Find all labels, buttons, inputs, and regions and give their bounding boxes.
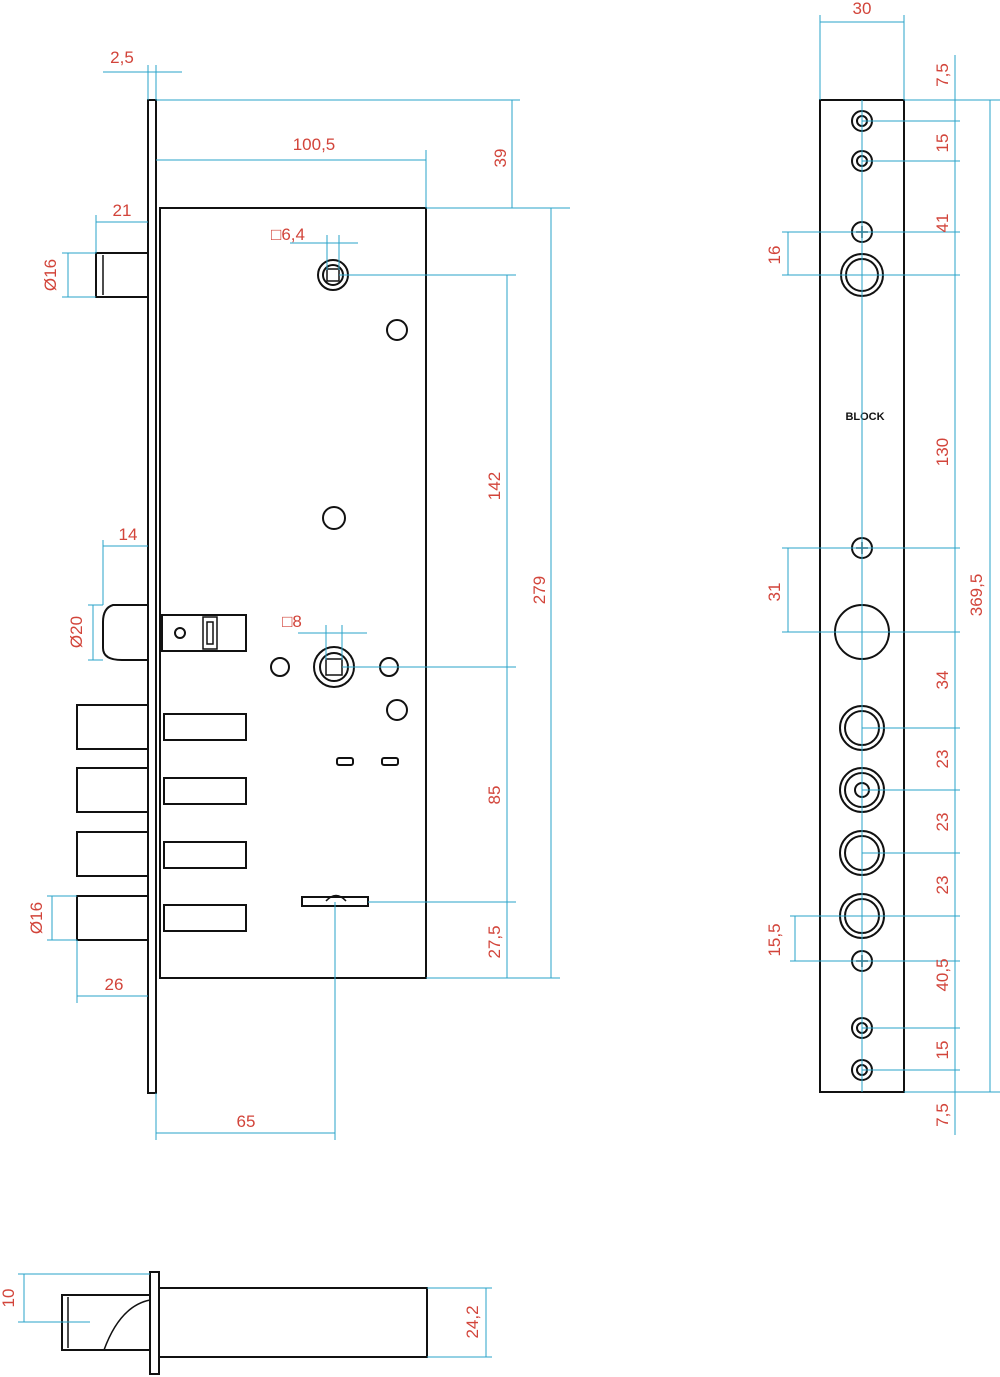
bottom-faceplate — [149, 1271, 160, 1375]
dim-bolt-projection-bottom: 26 — [105, 975, 124, 994]
dim-seg-7-5-top: 7,5 — [933, 63, 952, 87]
front-view: 2,5 100,5 39 21 Ø16 □6,4 142 279 14 Ø20 … — [27, 48, 570, 1140]
dim-seg-23-a: 23 — [933, 750, 952, 769]
dim-spacing-27-5: 27,5 — [485, 925, 504, 958]
dim-seg-15-bottom: 15 — [933, 1041, 952, 1060]
dim-seg-31: 31 — [765, 583, 784, 602]
mount-hole-1 — [386, 319, 408, 341]
bolt-bar-1 — [76, 704, 247, 750]
dim-case-length: 100,5 — [293, 135, 336, 154]
slot-left — [336, 757, 354, 766]
bottom-latch — [61, 1294, 151, 1351]
dim-seg-34: 34 — [933, 671, 952, 690]
bolt-bar-3 — [76, 831, 247, 877]
dim-spacing-85: 85 — [485, 786, 504, 805]
dim-spindle-square: □8 — [282, 612, 302, 631]
dim-bolt-diameter-top: Ø16 — [41, 259, 60, 291]
latch-bolt — [102, 604, 149, 661]
dim-seg-40-5: 40,5 — [933, 958, 952, 991]
dim-faceplate-thickness: 2,5 — [110, 48, 134, 67]
mount-hole-3 — [270, 657, 290, 677]
brand-logo: BLOCK — [845, 411, 884, 423]
dim-seg-15-top: 15 — [933, 134, 952, 153]
dim-cylinder-square: □6,4 — [271, 225, 305, 244]
bolt-bar-4 — [76, 895, 247, 941]
dim-bolt-diameter-bottom: Ø16 — [27, 902, 46, 934]
dim-seg-16: 16 — [765, 246, 784, 265]
dim-bolt-projection-top: 21 — [113, 201, 132, 220]
slot-right — [381, 757, 399, 766]
side-dimension-lines — [782, 15, 1000, 1135]
dim-seg-23-b: 23 — [933, 813, 952, 832]
dim-side-width: 30 — [853, 0, 872, 18]
dim-seg-23-c: 23 — [933, 876, 952, 895]
dim-bottom-right: 24,2 — [463, 1305, 482, 1338]
dim-seg-130: 130 — [933, 438, 952, 466]
dim-latch-diameter: Ø20 — [67, 616, 86, 648]
bottom-case — [158, 1287, 428, 1358]
dim-seg-7-5-bottom: 7,5 — [933, 1103, 952, 1127]
mount-hole-2 — [322, 506, 346, 530]
dim-seg-41: 41 — [933, 214, 952, 233]
side-dimension-labels: 30 7,5 15 41 16 130 31 369,5 34 23 23 23… — [765, 0, 986, 1127]
front-dimension-labels: 2,5 100,5 39 21 Ø16 □6,4 142 279 14 Ø20 … — [27, 48, 549, 1131]
bolt-bar-2 — [76, 767, 247, 813]
front-dimension-lines — [47, 65, 570, 1140]
dim-spacing-142: 142 — [485, 472, 504, 500]
latch-pin — [174, 627, 186, 639]
dim-spacing-279: 279 — [530, 576, 549, 604]
faceplate — [147, 99, 157, 1094]
dim-top-offset: 39 — [491, 149, 510, 168]
mount-hole-5 — [386, 699, 408, 721]
dim-backset: 65 — [237, 1112, 256, 1131]
bottom-dimension-lines — [18, 1273, 492, 1358]
side-view: BLOCK — [765, 0, 1000, 1135]
top-deadbolt — [95, 252, 149, 298]
dim-latch-projection: 14 — [119, 525, 138, 544]
dim-bottom-left: 10 — [0, 1289, 18, 1308]
dim-seg-15-5: 15,5 — [765, 923, 784, 956]
dim-total: 369,5 — [967, 574, 986, 617]
bottom-view: 10 24,2 — [0, 1271, 492, 1375]
